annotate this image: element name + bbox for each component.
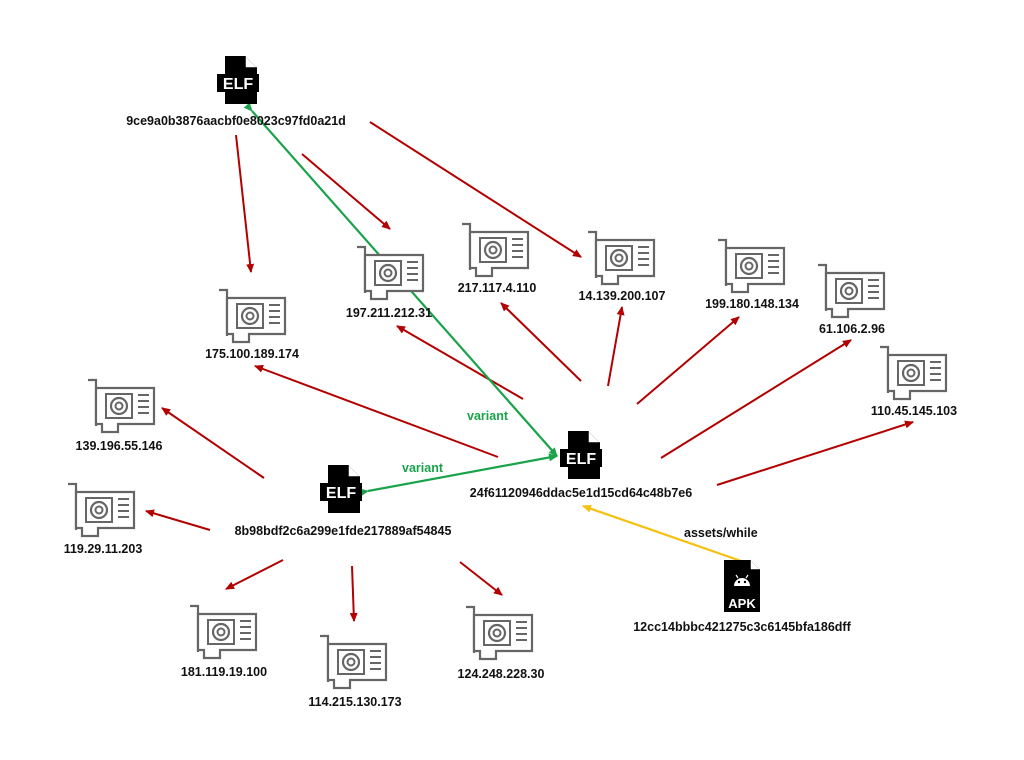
network-card-icon (460, 222, 530, 278)
host-ip-label: 199.180.148.134 (705, 297, 799, 311)
elf-tag: ELF (566, 451, 596, 468)
host-ip-label: 14.139.200.107 (579, 289, 666, 303)
host-ip-label: 175.100.189.174 (205, 347, 299, 361)
network-card-icon (716, 238, 786, 294)
network-card-icon (66, 482, 136, 538)
edge-left-to-124 (459, 561, 503, 596)
network-card-icon (355, 245, 425, 301)
file-hash-label: 12cc14bbbc421275c3c6145bfa186dff (633, 620, 851, 634)
host-node[interactable]: 217.117.4.110 (458, 222, 537, 295)
network-card-icon (816, 263, 886, 319)
edge-label-variant-top: variant (467, 409, 509, 423)
host-node[interactable]: 119.29.11.203 (64, 482, 143, 556)
edge-center-to-197 (396, 325, 524, 400)
file-node-elf-center[interactable]: ELF 24f61120946ddac5e1d15cd64c48b7e6 (470, 431, 692, 500)
host-ip-label: 110.45.145.103 (871, 404, 957, 418)
host-ip-label: 197.211.212.31 (346, 306, 432, 320)
host-ip-label: 139.196.55.146 (76, 439, 163, 453)
host-node[interactable]: 124.248.228.30 (458, 605, 545, 681)
edge-left-to-139 (161, 407, 265, 479)
elf-file-icon: ELF (560, 431, 602, 479)
host-ip-label: 217.117.4.110 (458, 281, 537, 295)
file-hash-label: 9ce9a0b3876aacbf0e8023c97fd0a21d (126, 114, 346, 128)
host-node[interactable]: 197.211.212.31 (346, 245, 432, 320)
edge-center-to-14 (607, 306, 625, 387)
file-hash-label: 8b98bdf2c6a299e1fde217889af54845 (235, 524, 452, 538)
host-ip-label: 124.248.228.30 (458, 667, 545, 681)
host-node[interactable]: 14.139.200.107 (579, 230, 666, 303)
edge-variant-left-center (359, 453, 558, 497)
apk-file-icon: APK (724, 560, 760, 612)
edge-left-to-114 (349, 565, 358, 622)
elf-file-icon: ELF (217, 56, 259, 104)
host-node[interactable]: 181.119.19.100 (181, 604, 267, 679)
edge-left-to-119 (145, 509, 211, 531)
host-ip-label: 119.29.11.203 (64, 542, 143, 556)
file-hash-label: 24f61120946ddac5e1d15cd64c48b7e6 (470, 486, 692, 500)
network-card-icon (878, 345, 948, 401)
apk-tag: APK (728, 596, 756, 611)
edge-top-to-175 (235, 134, 255, 273)
file-node-elf-left[interactable]: ELF 8b98bdf2c6a299e1fde217889af54845 (235, 465, 452, 538)
host-node[interactable]: 114.215.130.173 (308, 634, 402, 709)
host-node[interactable]: 110.45.145.103 (871, 345, 957, 418)
edge-center-to-110 (716, 420, 914, 486)
host-node[interactable]: 199.180.148.134 (705, 238, 799, 311)
file-node-apk[interactable]: APK 12cc14bbbc421275c3c6145bfa186dff (633, 560, 852, 634)
elf-tag: ELF (326, 485, 356, 502)
edge-left-to-181 (225, 559, 284, 590)
edges (145, 102, 914, 622)
elf-file-icon: ELF (320, 465, 362, 513)
edge-center-to-175 (254, 365, 499, 458)
file-node-elf-top[interactable]: ELF 9ce9a0b3876aacbf0e8023c97fd0a21d (126, 56, 346, 128)
network-card-icon (188, 604, 258, 660)
edge-apk-to-center (582, 504, 742, 563)
network-card-icon (464, 605, 534, 661)
edge-center-to-61 (660, 339, 852, 459)
host-ip-label: 114.215.130.173 (308, 695, 401, 709)
edge-center-to-199 (636, 316, 740, 405)
android-icon (734, 574, 750, 586)
edge-center-to-217 (500, 302, 582, 382)
host-ip-label: 61.106.2.96 (819, 322, 885, 336)
host-node[interactable]: 61.106.2.96 (816, 263, 886, 336)
host-node[interactable]: 139.196.55.146 (76, 378, 163, 453)
network-card-icon (86, 378, 156, 434)
edge-label-variant-left: variant (402, 461, 444, 475)
network-card-icon (217, 288, 287, 344)
network-card-icon (586, 230, 656, 286)
network-card-icon (318, 634, 388, 690)
host-node[interactable]: 175.100.189.174 (205, 288, 299, 361)
host-ip-label: 181.119.19.100 (181, 665, 267, 679)
elf-tag: ELF (223, 76, 253, 93)
edge-label-assets: assets/while (684, 526, 758, 540)
